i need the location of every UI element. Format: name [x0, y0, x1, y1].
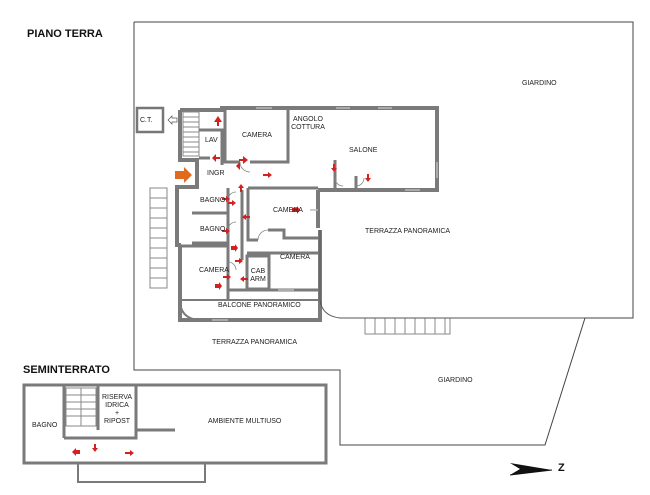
room-label-cottura: COTTURA: [291, 124, 325, 131]
room-label-angolo: ANGOLO: [293, 116, 323, 123]
arrow-icon: [231, 244, 238, 252]
stair-west: [149, 187, 168, 289]
arrow-icon: [365, 174, 371, 182]
arrow-icon: [212, 154, 220, 162]
north-label: Z: [558, 462, 565, 474]
arrow-icon: [222, 196, 230, 202]
property-boundary: [133, 21, 634, 446]
entrance-arrow-icon: [175, 167, 192, 183]
basement-arrows: [72, 444, 134, 456]
room-label-plus: +: [114, 410, 120, 417]
arrow-icon: [125, 450, 134, 456]
arrow-icon: [238, 184, 244, 192]
basement-walls: [22, 383, 328, 465]
room-label-bagno-1: BAGNO: [200, 197, 226, 204]
arrow-icon: [72, 448, 80, 456]
stair-basement: [65, 387, 97, 427]
room-label-idrica: IDRICA: [105, 402, 129, 409]
room-label-ambiente: AMBIENTE MULTIUSO: [208, 418, 282, 425]
room-label-ripost: RIPOST: [103, 418, 131, 425]
arrow-icon: [240, 276, 248, 282]
room-label-ct: C.T.: [140, 117, 153, 124]
stair-top: [182, 111, 200, 157]
arrow-icon: [236, 162, 240, 170]
balcone-outline: [179, 290, 321, 321]
ct-room: [135, 106, 165, 134]
arrow-icon: [228, 200, 236, 206]
arrow-icon: [292, 206, 300, 214]
terrazza-outline: [319, 230, 585, 319]
room-label-camera-4: CAMERA: [280, 254, 310, 261]
arrow-icon: [222, 228, 230, 234]
room-label-cab: CAB: [250, 268, 266, 275]
arrow-icon: [242, 214, 250, 220]
room-label-giardino-2: GIARDINO: [438, 377, 473, 384]
room-label-salone: SALONE: [349, 147, 378, 154]
room-label-terrazza-1: TERRAZZA PANORAMICA: [365, 228, 451, 235]
room-label-arm: ARM: [250, 276, 266, 283]
basement-title: SEMINTERRATO: [23, 364, 110, 376]
arrow-icon: [331, 164, 337, 172]
basement-lower-wall: [77, 463, 206, 483]
room-label-lav: LAV: [205, 137, 218, 144]
arrow-icon: [223, 274, 231, 280]
room-label-bagno-basement: BAGNO: [32, 422, 58, 429]
room-label-camera-3: CAMERA: [199, 267, 229, 274]
room-label-bagno-2: BAGNO: [200, 226, 226, 233]
room-label-riserva: RISERVA: [101, 394, 133, 401]
arrow-icon: [263, 172, 272, 178]
stair-terrace: [364, 317, 451, 335]
arrow-icon: [214, 116, 222, 126]
ground-floor-title: PIANO TERRA: [27, 28, 103, 40]
ct-arrow-icon: [167, 115, 178, 125]
direction-arrows: [212, 116, 371, 290]
windows: [212, 107, 438, 321]
arrow-icon: [235, 258, 243, 264]
arrow-icon: [215, 282, 222, 290]
room-label-camera-1: CAMERA: [242, 132, 272, 139]
arrow-icon: [92, 444, 98, 452]
room-label-camera-2: CAMERA: [273, 207, 303, 214]
room-label-balcone: BALCONE PANORAMICO: [218, 302, 301, 309]
room-label-terrazza-2: TERRAZZA PANORAMICA: [212, 339, 298, 346]
room-label-giardino-1: GIARDINO: [522, 80, 557, 87]
north-arrow-icon: [509, 463, 553, 476]
room-label-ingr: INGR: [207, 170, 225, 177]
door-swings: [227, 161, 365, 271]
arrow-icon: [239, 156, 248, 164]
